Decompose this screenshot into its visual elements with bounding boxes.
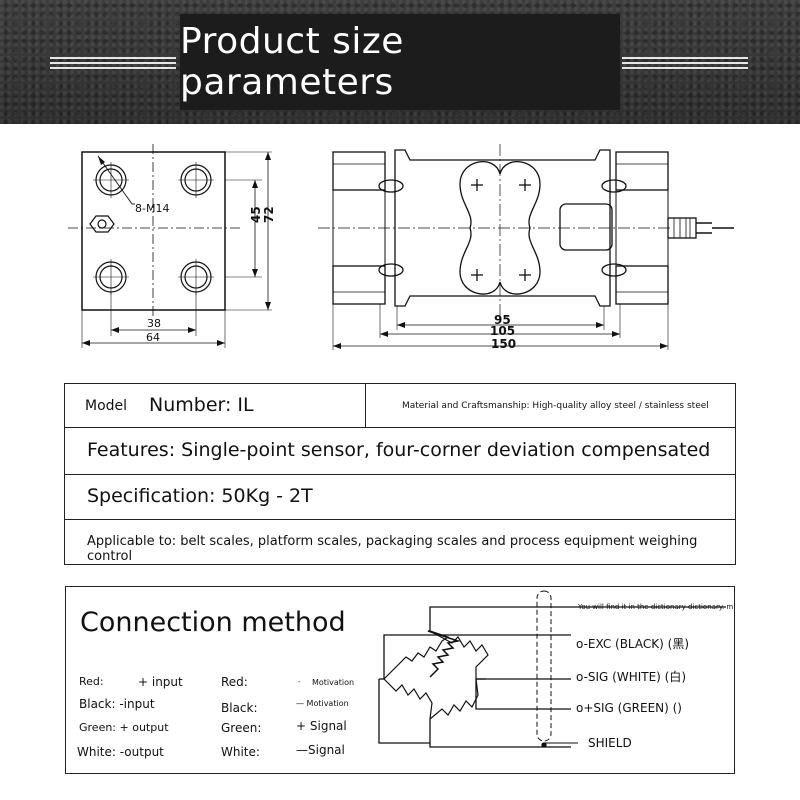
left-white: White: -output [77, 745, 164, 759]
cable-gland-hex [89, 215, 115, 233]
end-block-left-top [332, 151, 386, 191]
spec-row-specification: Specification: 50Kg - 2T [65, 475, 735, 520]
page-title: Product size parameters [180, 21, 404, 103]
material-text: Material and Craftsmanship: High-quality… [402, 401, 709, 411]
sensor-body-outline [394, 149, 611, 307]
left-view-body [81, 151, 226, 311]
header-banner: Product size parameters [0, 0, 800, 124]
spec-row-features: Features: Single-point sensor, four-corn… [65, 428, 735, 475]
banner-decor-lines-left [50, 57, 176, 71]
bridge-arm-top-left [427, 630, 461, 678]
connection-panel: Connection method Red: + input Black: -i… [65, 586, 735, 774]
banner-title-box: Product size parameters [180, 14, 620, 110]
mid-red-label: Red: [221, 675, 248, 689]
spec-table: Model Number: IL Material and Craftsmans… [64, 383, 736, 565]
mid-red-dash: - [298, 678, 301, 686]
left-green: Green: + output [79, 721, 169, 734]
spec-row-model: Model Number: IL Material and Craftsmans… [65, 384, 735, 428]
dim-45-label: 45 [249, 206, 263, 223]
center-bore [459, 161, 541, 295]
dim-38-label: 38 [147, 317, 161, 330]
left-red-value: + input [138, 675, 183, 689]
wire-exc-negative: o-EXC (BLACK) (黑) [576, 637, 689, 651]
model-number: Number: IL [149, 394, 254, 416]
left-black: Black: -input [79, 697, 155, 711]
wire-sig-positive: o+SIG (GREEN) () [576, 701, 682, 715]
model-cell: Model Number: IL [65, 384, 365, 428]
specification-text: Specification: 50Kg - 2T [87, 485, 313, 507]
wire-note: You will find it in the dictionary dicti… [578, 603, 734, 611]
dim-72-label: 72 [262, 206, 276, 223]
connection-title: Connection method [80, 607, 346, 638]
left-red-label: Red: [79, 675, 104, 688]
dim-150-label: 150 [491, 337, 516, 351]
end-block-left-bottom [332, 265, 386, 305]
mid-black-value: — Motivation [296, 699, 349, 708]
model-label: Model [85, 398, 128, 414]
shield-capsule [536, 590, 552, 742]
mid-red-value: Motivation [312, 678, 355, 687]
banner-decor-lines-right [622, 57, 748, 71]
dimension-drawings: 8-M14 45 72 38 64 [68, 144, 734, 351]
dim-64-label: 64 [146, 331, 160, 344]
wire-sig-negative: o-SIG (WHITE) (白) [576, 670, 687, 684]
applicable-text: Applicable to: belt scales, platform sca… [87, 534, 698, 564]
mid-green-label: Green: [221, 721, 262, 735]
dim-95-label: 95 [494, 313, 511, 327]
cable-gland [667, 217, 697, 239]
mid-white-label: White: [221, 745, 260, 759]
end-block-right-bottom [615, 265, 669, 305]
cable-port [559, 203, 613, 251]
mid-black-label: Black: [221, 701, 258, 715]
features-text: Features: Single-point sensor, four-corn… [87, 439, 711, 461]
end-block-right-top [615, 151, 669, 191]
material-cell: Material and Craftsmanship: High-quality… [365, 384, 735, 428]
hole-spec-label: 8-M14 [135, 202, 169, 215]
dim-105-label: 105 [490, 324, 515, 338]
spec-row-applicable: Applicable to: belt scales, platform sca… [65, 520, 735, 564]
mid-green-value: + Signal [296, 719, 347, 733]
wheatstone-bridge-diagram [378, 590, 726, 748]
wire-shield: SHIELD [588, 736, 632, 750]
mid-white-value: —Signal [296, 743, 345, 757]
